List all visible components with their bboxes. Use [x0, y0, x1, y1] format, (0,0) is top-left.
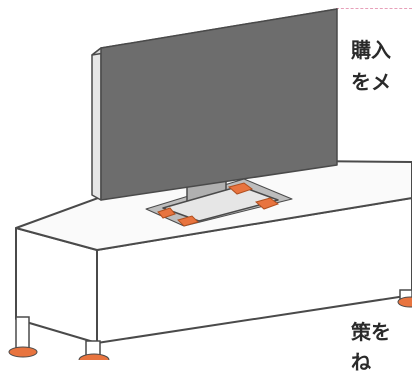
foot-front-left — [8, 316, 38, 358]
foot-back-right — [397, 289, 412, 308]
pad-back-right — [227, 182, 254, 195]
pad-front-left — [157, 207, 176, 219]
cabinet-feet — [8, 289, 412, 360]
foot-front-right — [78, 340, 110, 360]
tv-pedestal-base — [162, 185, 279, 222]
tv-on-stand-illustration — [8, 8, 412, 360]
caption-line-1: 購入 — [351, 38, 391, 62]
decorative-dashed-divider — [336, 8, 412, 9]
pad-front-right — [254, 197, 280, 210]
tv-screen — [91, 8, 338, 201]
caption-line-2: をメ — [351, 70, 391, 94]
anti-slip-pads — [157, 182, 280, 227]
caption-line-4: ね — [351, 350, 371, 374]
pad-front-center — [177, 215, 199, 227]
caption-line-3: 策を — [351, 320, 391, 344]
